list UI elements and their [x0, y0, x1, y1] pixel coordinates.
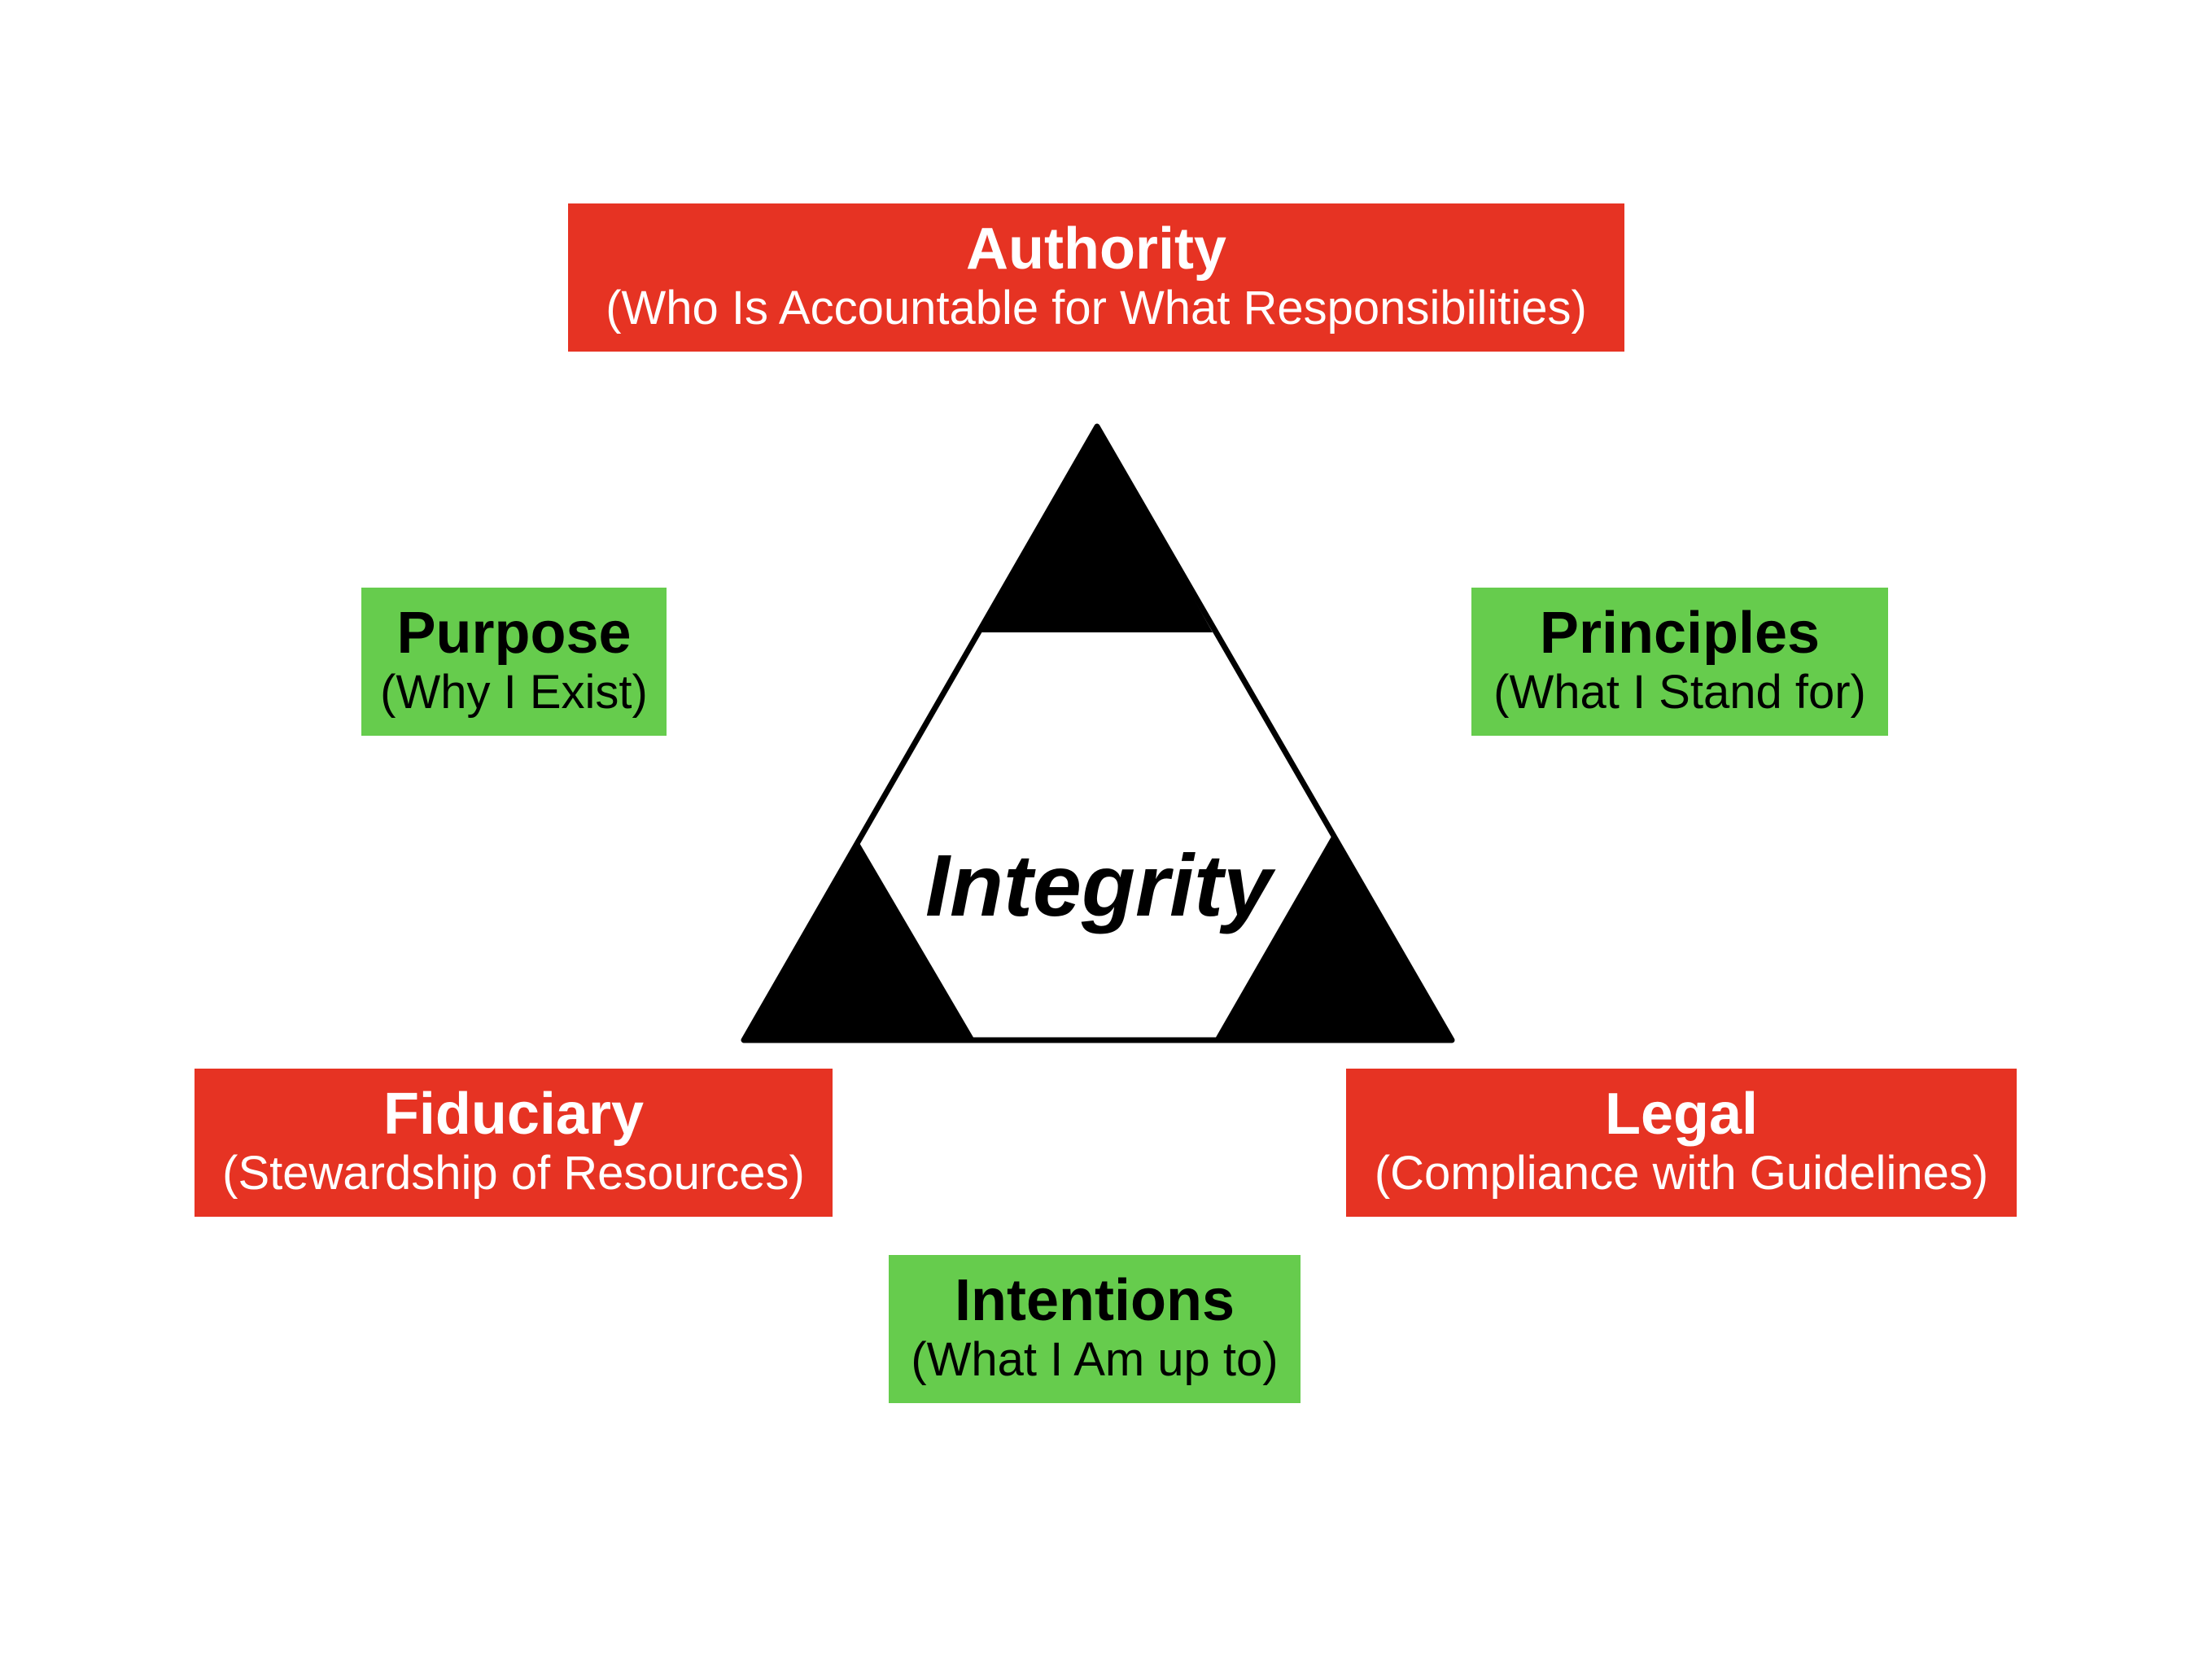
- fiduciary-title: Fiduciary: [383, 1082, 645, 1148]
- authority-subtitle: (Who Is Accountable for What Responsibil…: [605, 282, 1587, 335]
- top-corner-triangle: [981, 426, 1213, 632]
- intentions-title: Intentions: [955, 1268, 1235, 1334]
- authority-box: Authority (Who Is Accountable for What R…: [568, 203, 1624, 352]
- bottom-left-corner-triangle: [744, 842, 975, 1040]
- purpose-title: Purpose: [396, 601, 632, 667]
- legal-subtitle: (Compliance with Guidelines): [1374, 1147, 1989, 1200]
- intentions-subtitle: (What I Am up to): [911, 1333, 1279, 1387]
- legal-title: Legal: [1604, 1082, 1759, 1148]
- intentions-box: Intentions (What I Am up to): [889, 1255, 1301, 1403]
- principles-subtitle: (What I Stand for): [1493, 666, 1866, 719]
- principles-title: Principles: [1539, 601, 1821, 667]
- fiduciary-box: Fiduciary (Stewardship of Resources): [195, 1069, 833, 1217]
- bottom-right-corner-triangle: [1214, 835, 1452, 1040]
- principles-box: Principles (What I Stand for): [1471, 588, 1888, 736]
- purpose-box: Purpose (Why I Exist): [361, 588, 667, 736]
- outer-triangle: [741, 423, 1455, 1043]
- center-label: Integrity: [925, 836, 1276, 934]
- purpose-subtitle: (Why I Exist): [380, 666, 648, 719]
- authority-title: Authority: [966, 216, 1226, 282]
- fiduciary-subtitle: (Stewardship of Resources): [222, 1147, 805, 1200]
- legal-box: Legal (Compliance with Guidelines): [1346, 1069, 2017, 1217]
